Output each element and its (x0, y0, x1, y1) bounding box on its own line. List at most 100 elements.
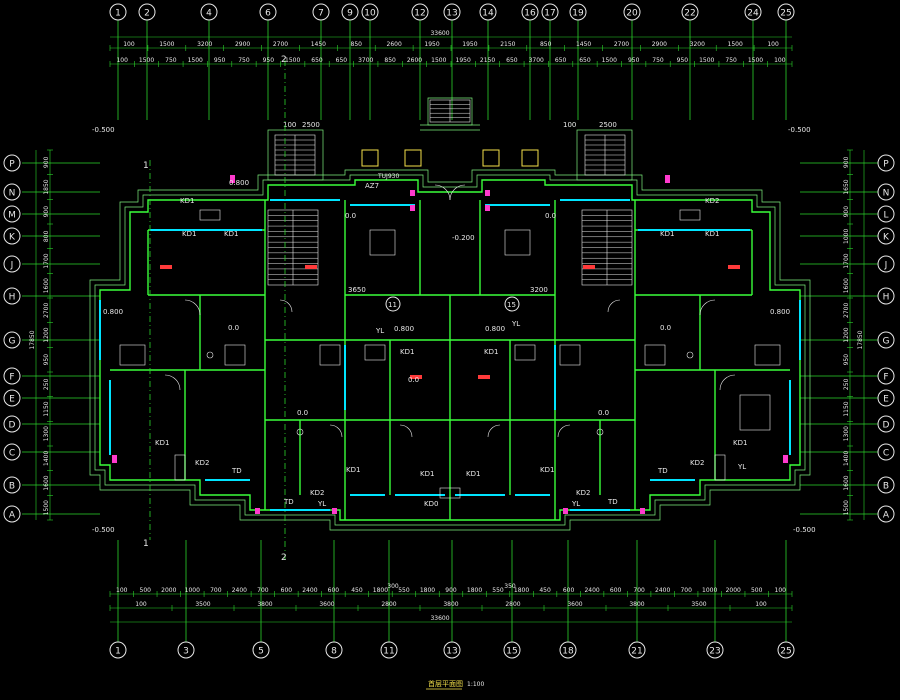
stairs (267, 99, 633, 286)
bottom-axis-bubble (252, 641, 270, 659)
windows (99, 199, 801, 511)
bottom-axis-bubble (559, 641, 577, 659)
bottom-axis-bubble (503, 641, 521, 659)
top-axis-bubble (681, 3, 699, 21)
right-total-dim: 17850 (857, 330, 864, 349)
left-row-label: H (9, 293, 16, 303)
top-dim-2: 750 (165, 57, 177, 64)
right-row-label: A (883, 511, 890, 521)
bottom-dim-1: 2400 (232, 587, 247, 594)
bottom-dim-2: 2800 (381, 601, 396, 608)
top-dim-1: 1450 (576, 41, 591, 48)
bottom-dim-1: 2400 (302, 587, 317, 594)
yl-label-3: YL (375, 327, 384, 335)
left-row-bubble (3, 331, 21, 349)
bottom-axis-label: 18 (562, 647, 574, 657)
kd1-label-5: KD1 (180, 197, 194, 205)
left-dim: 1400 (43, 451, 50, 466)
top-dim-1: 1500 (159, 41, 174, 48)
right-dim: 1200 (843, 327, 850, 342)
bottom-dim-1: 700 (257, 587, 269, 594)
top-dim-1: 3200 (690, 41, 705, 48)
kd2-label-5: KD2 (576, 489, 590, 497)
left-row-bubble (3, 367, 21, 385)
kd1-label-2: KD1 (224, 230, 238, 238)
td-label-4: TD (607, 498, 618, 506)
top-axis-label: 6 (265, 9, 271, 19)
left-dim: 1600 (43, 278, 50, 293)
top-axis-label: 16 (524, 9, 536, 19)
level-a4: 0.800 (394, 325, 414, 333)
left-total-dim: 17850 (29, 330, 36, 349)
bottom-dim-1: 2400 (655, 587, 670, 594)
kd2-label-1: KD2 (705, 197, 719, 205)
section-marks: 1 1 2 2 (143, 55, 287, 563)
section-2-bottom: 2 (281, 553, 287, 563)
dim-3200: 3200 (530, 286, 548, 294)
right-dim: 950 (843, 354, 850, 366)
bottom-dim-1: 100 (116, 587, 128, 594)
bottom-axis-label: 1 (115, 647, 121, 657)
bottom-dim-1: 1800 (373, 587, 388, 594)
top-dim-1: 2900 (235, 41, 250, 48)
top-axis-bubble (443, 3, 461, 21)
kd1-label-4: KD1 (705, 230, 719, 238)
top-dim-1: 2700 (273, 41, 288, 48)
left-row-label: J (10, 261, 14, 271)
bottom-dim-1: 550 (492, 587, 504, 594)
right-row-label: N (883, 189, 890, 199)
kd1-label-6: KD1 (155, 439, 169, 447)
left-row-bubble (3, 183, 21, 201)
top-dim-2: 650 (555, 57, 567, 64)
left-dim: 1700 (43, 253, 50, 268)
left-row-bubble (3, 255, 21, 273)
yl-label-2: YL (571, 500, 580, 508)
bottom-dim-1: 700 (633, 587, 645, 594)
bottom-dim-2: 2800 (505, 601, 520, 608)
top-axis-label: 22 (684, 9, 695, 19)
top-dim-2: 1950 (456, 57, 471, 64)
bottom-dim-2: 100 (755, 601, 767, 608)
bottom-axis-bubble (109, 641, 127, 659)
top-axis-label: 25 (780, 9, 791, 19)
bottom-axis-bubble (325, 641, 343, 659)
top-dim-2: 650 (579, 57, 591, 64)
bottom-dim-1: 1800 (467, 587, 482, 594)
level-lobby: -0.200 (452, 234, 475, 242)
top-dim-2: 3700 (358, 57, 373, 64)
bottom-dim-1: 2000 (161, 587, 176, 594)
drawing-scale-text: 1:100 (467, 681, 484, 688)
axis-11-bubble: 11 (388, 301, 397, 309)
bottom-dim-1: 700 (210, 587, 222, 594)
bottom-axis-label: 13 (446, 647, 457, 657)
left-row-label: A (9, 511, 16, 521)
top-dim-2: 100 (774, 57, 786, 64)
bottom-dim-1: 600 (281, 587, 293, 594)
top-axis-bubble (200, 3, 218, 21)
right-row-bubble (877, 389, 895, 407)
level-floor-3: 0.0 (297, 409, 308, 417)
level-a5: 0.800 (485, 325, 505, 333)
bottom-mid-dim: 300 (387, 583, 399, 590)
top-axis-bubble (777, 3, 795, 21)
bottom-total-dim: 33600 (430, 615, 449, 622)
left-row-label: K (9, 233, 16, 243)
top-dim-1: 1450 (311, 41, 326, 48)
top-dim-2: 1500 (748, 57, 763, 64)
top-dim-2: 950 (214, 57, 226, 64)
top-dim-2: 2150 (480, 57, 495, 64)
level-floor-1: 0.0 (228, 324, 239, 332)
level-ext-left-bottom: -0.500 (92, 526, 115, 534)
yl-label-5: YL (737, 463, 746, 471)
left-row-bubble (3, 154, 21, 172)
dim-100-b: 100 (563, 121, 576, 129)
top-dim-1: 1500 (728, 41, 743, 48)
left-dim: 1200 (43, 327, 50, 342)
top-axis-bubble (109, 3, 127, 21)
bottom-axis-label: 21 (631, 647, 642, 657)
bottom-mid-dim: 350 (504, 583, 516, 590)
right-dim: 1600 (843, 475, 850, 490)
top-axis-label: 12 (414, 9, 425, 19)
kd1-label-3: KD1 (660, 230, 674, 238)
left-dim: 1600 (43, 475, 50, 490)
